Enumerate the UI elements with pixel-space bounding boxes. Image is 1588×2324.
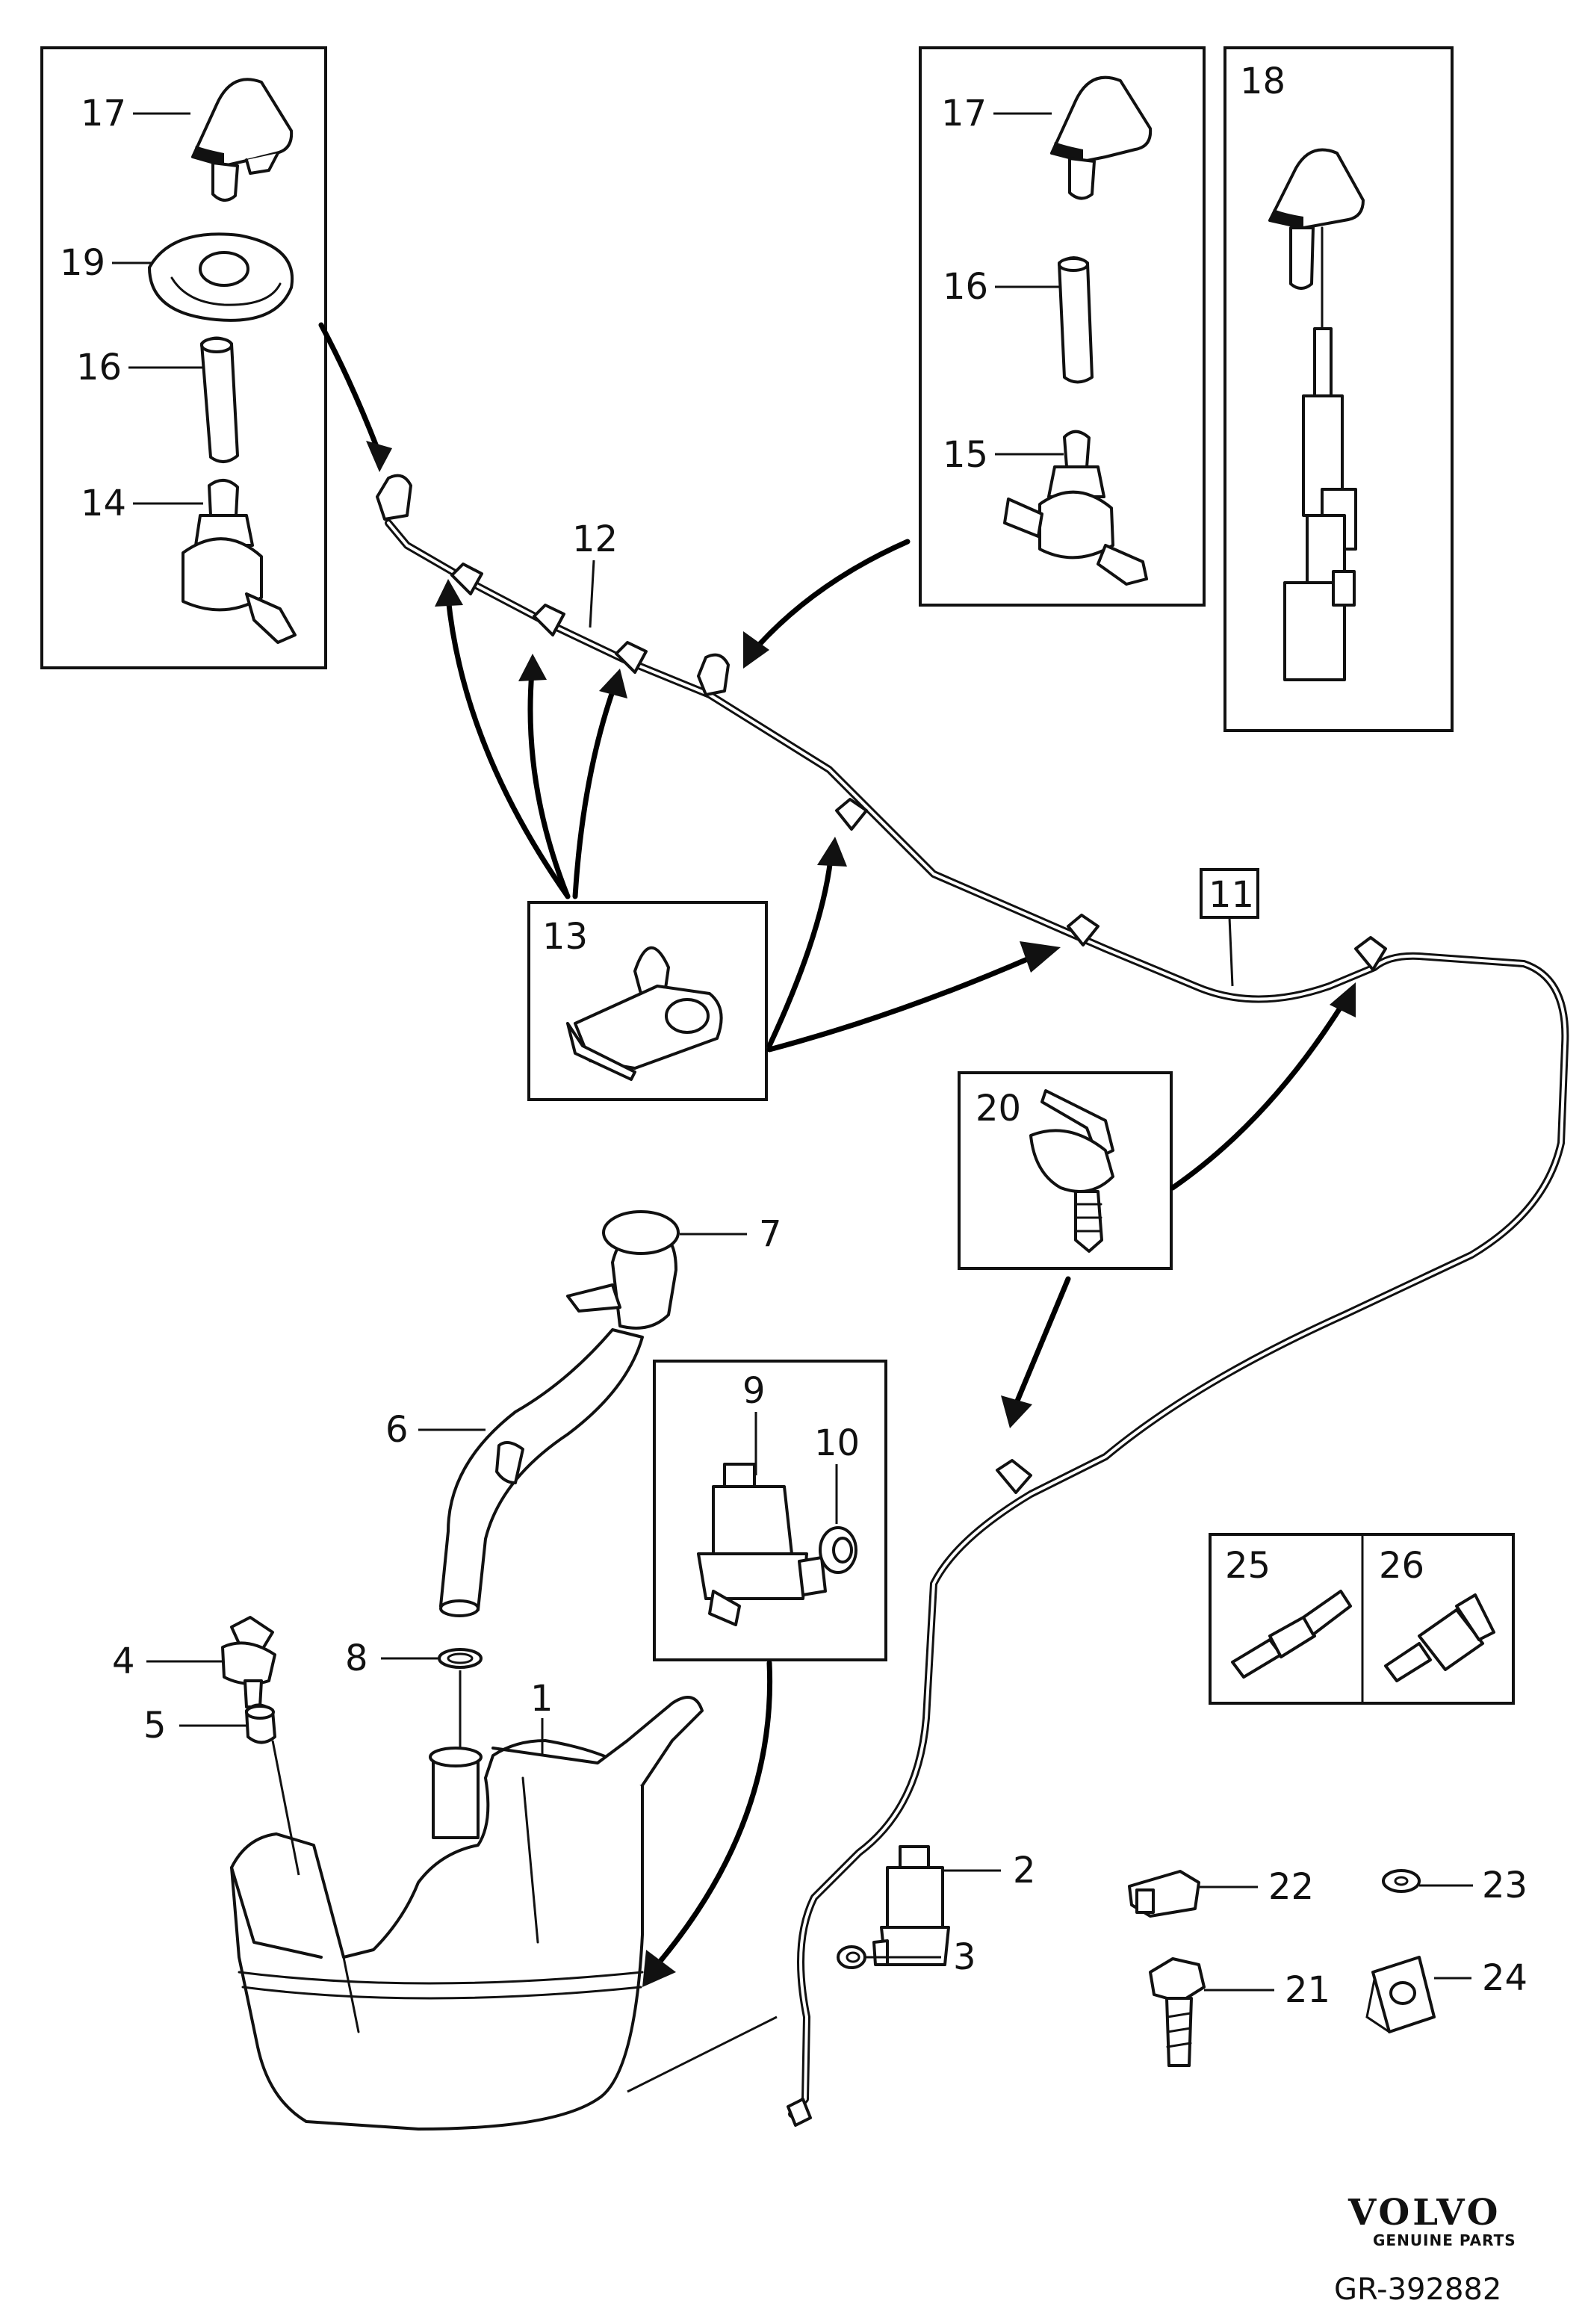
hose-icon (200, 336, 239, 463)
washer-nozzle-icon (191, 78, 294, 202)
callout-17a: 17 (81, 93, 126, 134)
logo-word: VOLVO (1347, 2192, 1501, 2234)
callout-25: 25 (1225, 1545, 1271, 1587)
callout-11: 11 (1209, 874, 1254, 916)
callout-5: 5 (143, 1705, 167, 1747)
callout-16a: 16 (76, 347, 122, 388)
callout-17b: 17 (941, 93, 987, 134)
callout-21: 21 (1285, 1969, 1330, 2011)
inset-nozzle-kit-right: 17 16 15 (919, 46, 1206, 607)
callout-2: 2 (1013, 1850, 1036, 1891)
retainer-clip-icon (1029, 1089, 1114, 1253)
callout-10: 10 (814, 1422, 860, 1464)
callout-15: 15 (943, 434, 988, 476)
callout-20: 20 (976, 1088, 1021, 1130)
washer-icon (1382, 1869, 1421, 1893)
hose-clip-icon (566, 946, 723, 1081)
hose-icon (1058, 256, 1094, 384)
washer-pump-2-icon (872, 1845, 950, 1966)
clip-nut-icon (1128, 1870, 1200, 1918)
inset-connectors: 25 26 (1209, 1533, 1515, 1705)
callout-26: 26 (1379, 1545, 1424, 1587)
callout-4: 4 (112, 1640, 135, 1682)
indicator-arrows (318, 322, 1356, 1987)
inset-nozzle-kit-left: 17 19 16 14 (40, 46, 327, 669)
callout-3: 3 (953, 1936, 976, 1978)
callout-14: 14 (81, 483, 126, 524)
callout-13: 13 (542, 916, 588, 958)
inset-washer-pump: 9 10 (653, 1360, 887, 1661)
callout-6: 6 (385, 1409, 409, 1451)
callout-23: 23 (1482, 1865, 1527, 1906)
callout-24: 24 (1482, 1957, 1527, 1999)
t-connector-icon (1003, 430, 1148, 586)
washer-nozzle-icon (1050, 75, 1153, 200)
callout-22: 22 (1268, 1866, 1314, 1908)
volvo-logo: VOLVO GENUINE PARTS (1347, 2192, 1516, 2249)
grommet-seal-icon (819, 1526, 857, 1574)
callout-7: 7 (759, 1213, 782, 1255)
spring-nut-icon (1365, 1956, 1436, 2033)
callout-9: 9 (742, 1370, 766, 1412)
grommet-icon (837, 1945, 866, 1969)
callout-11-box: 11 (1200, 868, 1259, 987)
filler-neck-assembly (438, 1210, 680, 1669)
inset-clip: 13 (527, 901, 768, 1101)
callout-18: 18 (1240, 61, 1285, 102)
logo-tagline: GENUINE PARTS (1373, 2231, 1516, 2249)
washer-reservoir (230, 1696, 704, 2131)
heated-nozzle-icon (1268, 148, 1365, 681)
straight-connector-icon (1231, 1590, 1352, 1679)
level-sensor-icon (221, 1616, 276, 1708)
washer-hose-harness (376, 474, 1569, 2127)
callout-16b: 16 (943, 266, 988, 308)
grommet-icon (148, 232, 294, 322)
callout-12: 12 (572, 518, 618, 560)
inset-heated-nozzle: 18 (1223, 46, 1454, 732)
inset-clip-20: 20 (958, 1071, 1173, 1270)
elbow-connector-icon (1384, 1593, 1495, 1682)
callout-1: 1 (530, 1678, 553, 1720)
callout-8: 8 (345, 1637, 368, 1679)
washer-pump-icon (697, 1463, 827, 1626)
grommet-icon (245, 1703, 276, 1744)
callout-19: 19 (60, 242, 105, 284)
check-valve-icon (182, 479, 297, 644)
diagram-reference: GR-392882 (1334, 2272, 1501, 2307)
bolt-icon (1149, 1957, 1206, 2067)
